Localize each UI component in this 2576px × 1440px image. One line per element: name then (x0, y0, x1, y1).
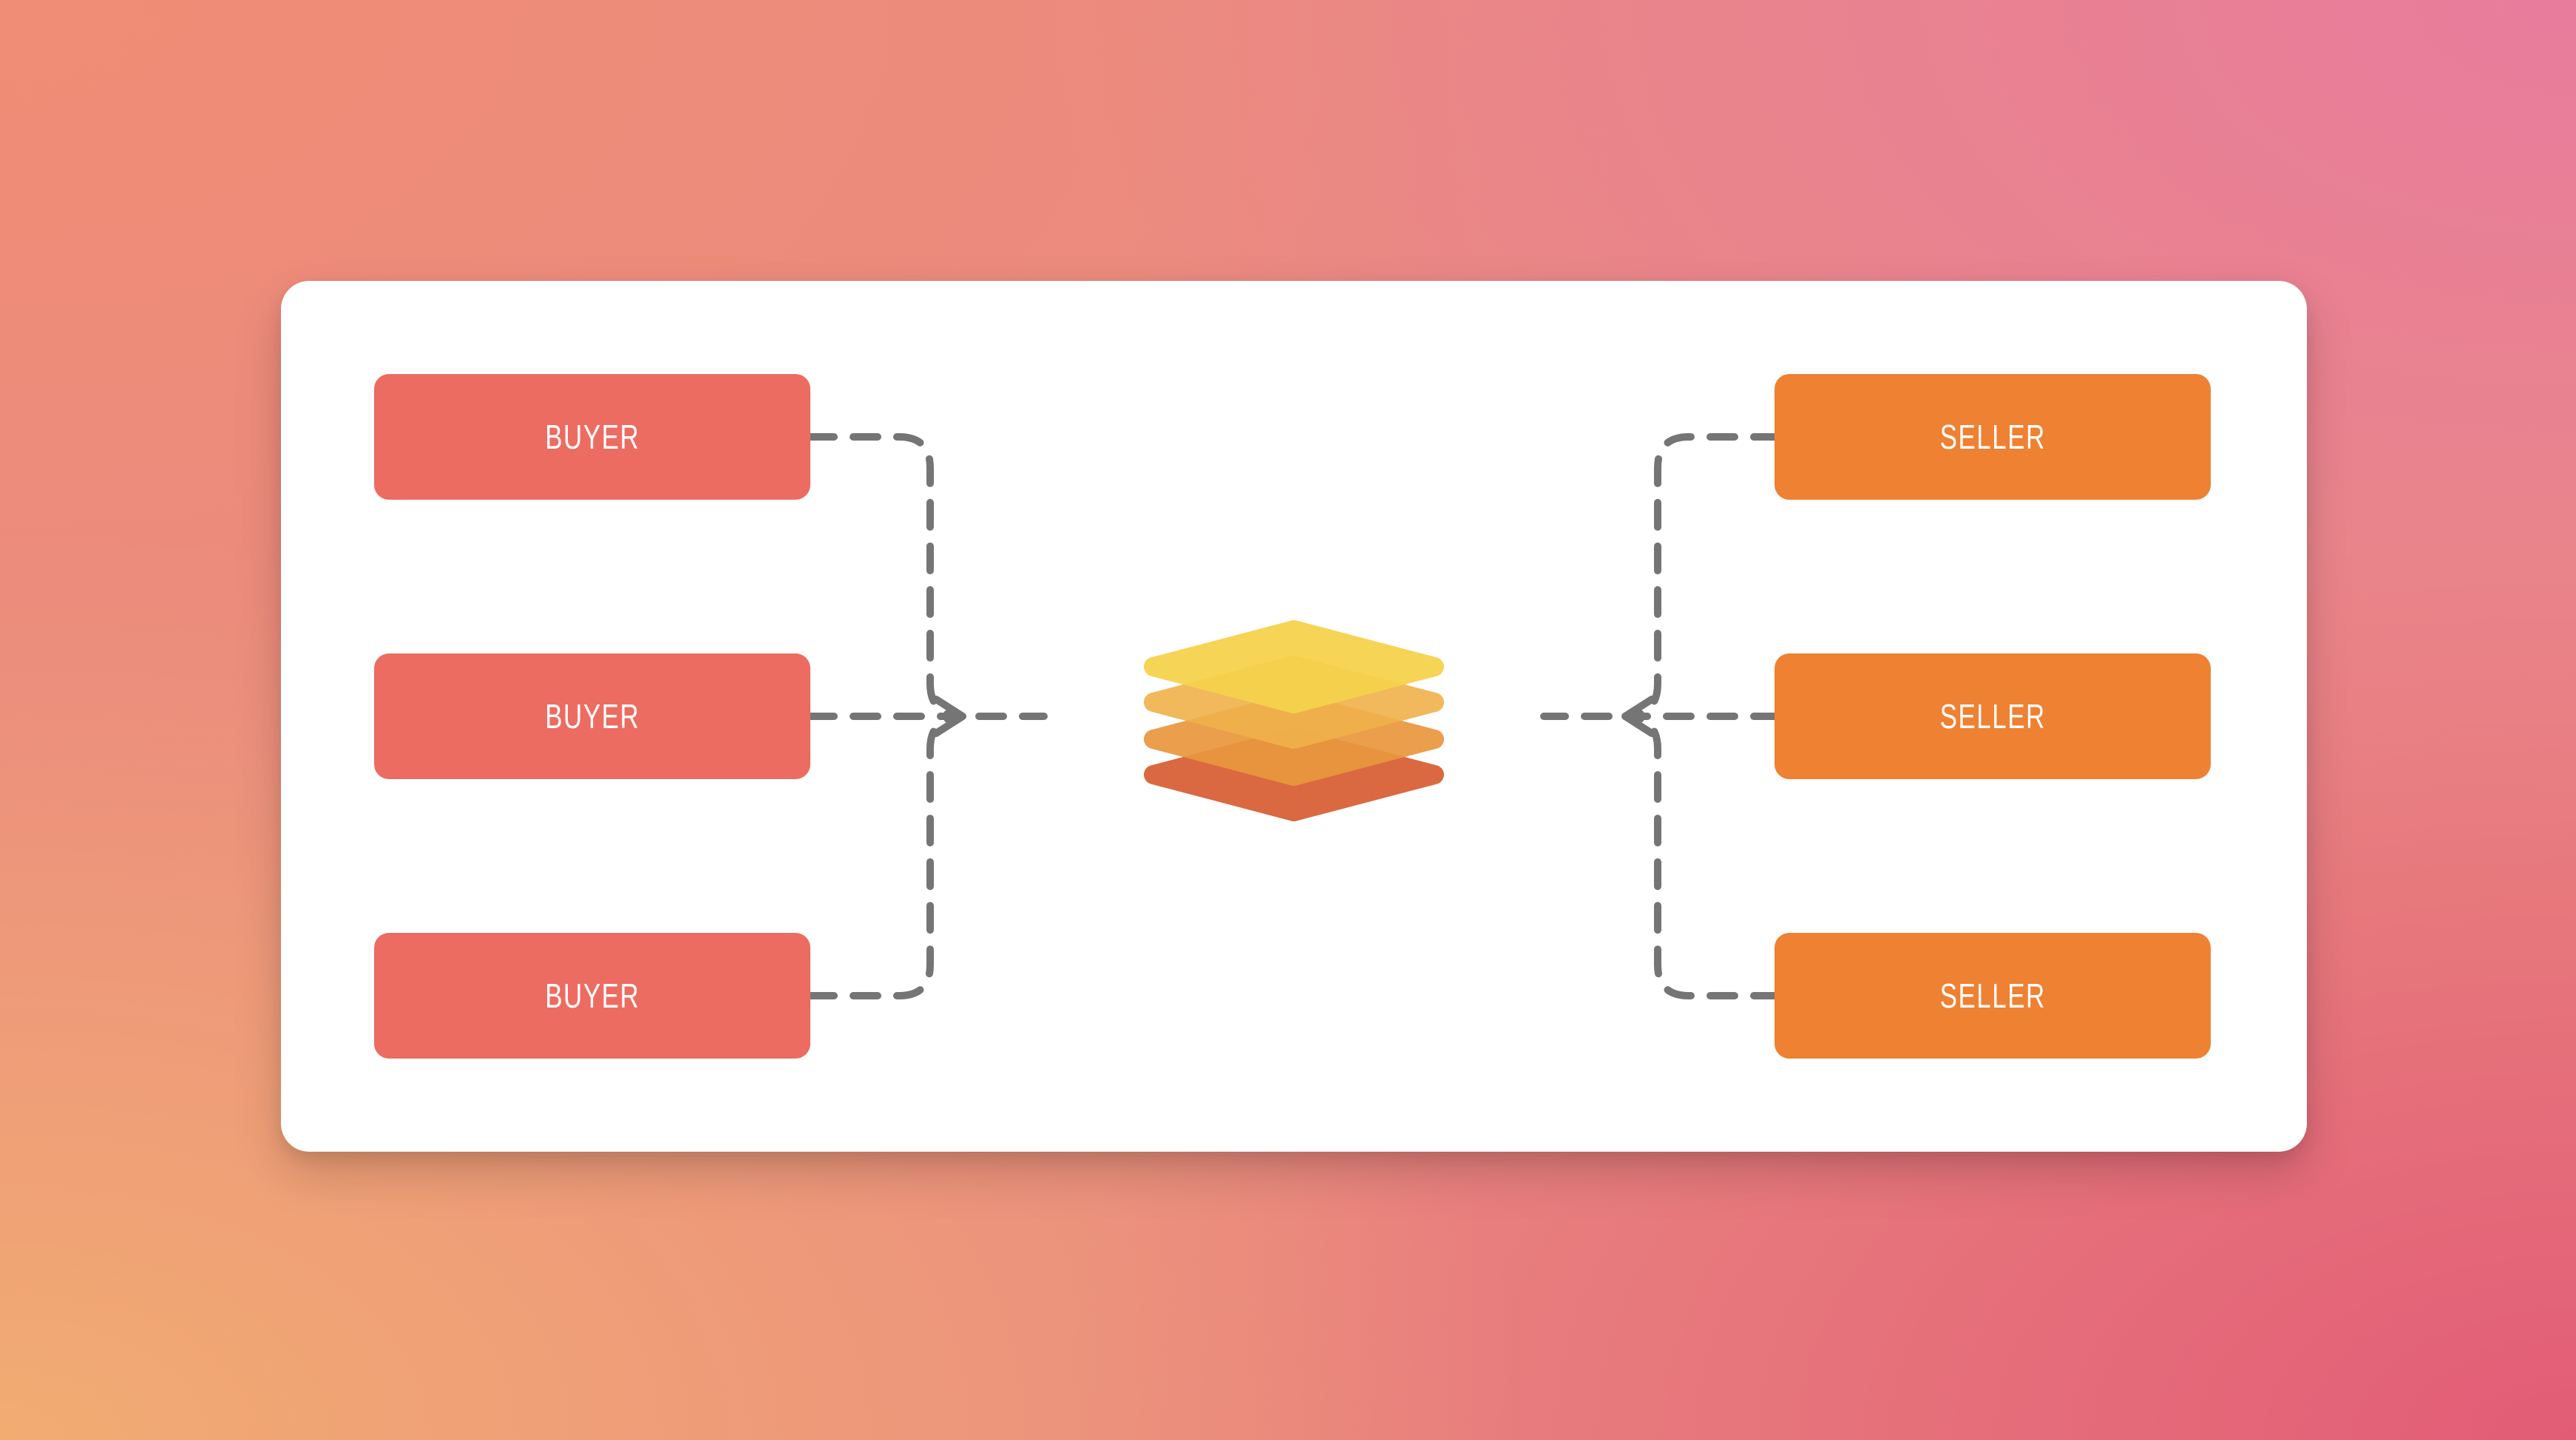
buyer-connector-top (806, 433, 965, 720)
seller-label: SELLER (1939, 418, 2046, 456)
seller-node-1: SELLER (1775, 374, 2211, 500)
buyer-node-3: BUYER (374, 933, 810, 1059)
buyer-label: BUYER (544, 977, 640, 1015)
buyer-merge-arrow-icon (932, 696, 966, 737)
seller-node-2: SELLER (1775, 653, 2211, 779)
buyer-label: BUYER (544, 418, 640, 456)
seller-label: SELLER (1939, 977, 2046, 1015)
seller-connector-bottom (1623, 713, 1782, 999)
diagram-card: BUYER BUYER BUYER SELLER SELLER SELLER (281, 281, 2307, 1152)
buyer-connector-bottom (806, 713, 965, 999)
connectors-svg (806, 433, 1782, 999)
seller-merge-arrow-icon (1621, 696, 1655, 737)
seller-connector-top (1623, 433, 1782, 720)
buyer-node-2: BUYER (374, 653, 810, 779)
buyer-node-1: BUYER (374, 374, 810, 500)
buyer-label: BUYER (544, 697, 640, 736)
seller-label: SELLER (1939, 697, 2046, 736)
layer-stack-icon (1144, 620, 1444, 821)
seller-node-3: SELLER (1775, 933, 2211, 1059)
stack-layer-top (1144, 620, 1444, 713)
